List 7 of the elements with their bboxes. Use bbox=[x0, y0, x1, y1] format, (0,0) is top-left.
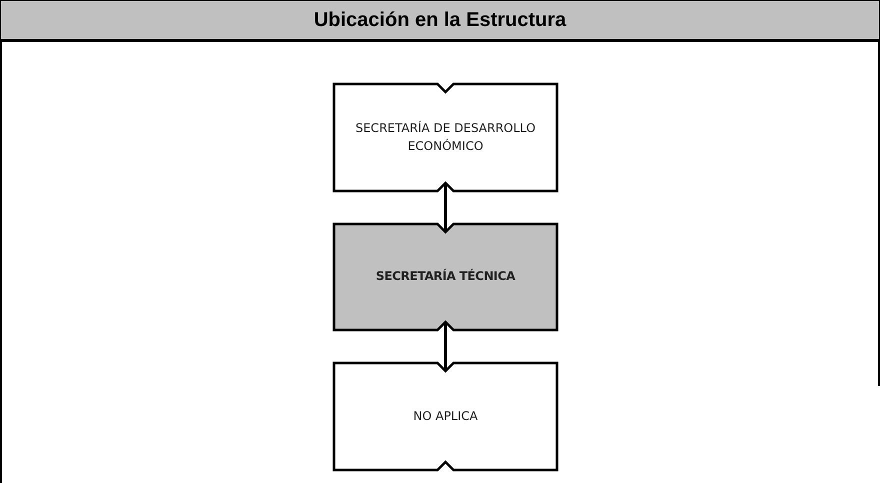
org-box bbox=[334, 363, 557, 470]
org-box bbox=[334, 84, 557, 191]
org-box bbox=[334, 224, 557, 330]
box-label: NO APLICA bbox=[413, 408, 478, 425]
title-bar: Ubicación en la Estructura bbox=[0, 0, 880, 42]
box-label: SECRETARÍA DE DESARROLLO ECONÓMICO bbox=[354, 120, 537, 154]
box-label: SECRETARÍA TÉCNICA bbox=[376, 268, 516, 286]
